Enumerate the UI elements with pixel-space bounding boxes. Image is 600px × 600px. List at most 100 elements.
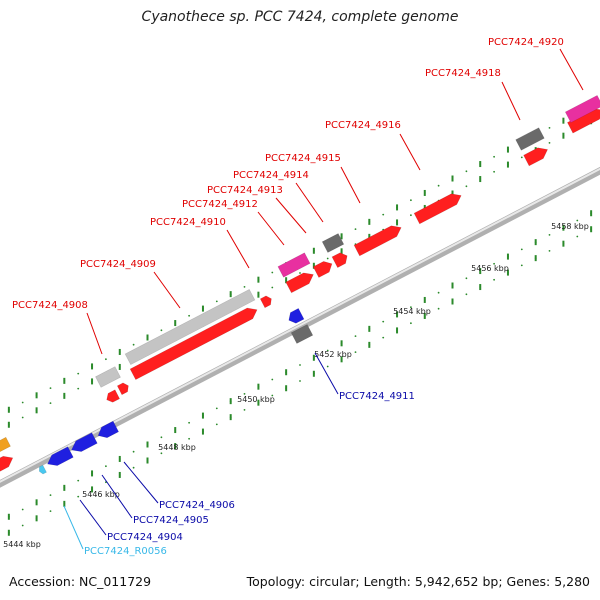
track-dot xyxy=(520,156,523,159)
track-dot xyxy=(21,524,24,527)
tick-label: 5452 kbp xyxy=(314,350,352,359)
track-dot xyxy=(465,185,468,188)
leader-line xyxy=(399,133,421,171)
gene-4914-arrow xyxy=(331,252,348,269)
backbone-highlight xyxy=(0,167,600,483)
track-dot xyxy=(243,393,246,395)
track-dot xyxy=(299,364,301,366)
tick-label: 5458 kbp xyxy=(551,222,589,231)
track-dot xyxy=(21,401,24,404)
gene-edge-orange-block xyxy=(0,436,11,453)
track-dot xyxy=(437,307,440,310)
track-dot xyxy=(188,421,191,424)
track-dot xyxy=(105,358,107,361)
track-dot xyxy=(382,213,385,216)
map-title: Cyanothece sp. PCC 7424, complete genome xyxy=(141,9,459,25)
accession-text: Accession: NC_011729 xyxy=(9,574,152,589)
track-dot xyxy=(493,170,495,173)
track-dot xyxy=(271,378,274,381)
gene-label: PCC7424_4916 xyxy=(325,120,401,131)
track-dot xyxy=(49,494,52,496)
track-dot xyxy=(520,264,523,267)
leader-line xyxy=(63,505,84,550)
track-dot xyxy=(437,291,440,294)
leader-line xyxy=(101,474,133,519)
track-dot xyxy=(326,365,329,368)
gene-label: PCC7424_4914 xyxy=(233,170,309,181)
track-dot xyxy=(160,436,163,439)
track-dot xyxy=(326,349,329,352)
track-dot xyxy=(382,336,385,339)
track-dot xyxy=(77,387,80,390)
track-dot xyxy=(77,372,80,375)
gene-label: PCC7424_4912 xyxy=(182,199,258,210)
gene-label: PCC7424_4908 xyxy=(12,300,88,311)
track-dot xyxy=(354,335,357,337)
gene-label: PCC7424_4913 xyxy=(207,185,283,196)
leader-line xyxy=(295,182,324,223)
track-dot xyxy=(354,351,357,353)
backbone-line xyxy=(0,166,600,488)
track-dot xyxy=(49,510,52,512)
track-dot xyxy=(49,387,52,389)
track-dot xyxy=(77,479,80,482)
gene-4911-arrow xyxy=(288,307,305,324)
gene-4905-arrow xyxy=(71,432,98,452)
leader-line xyxy=(86,312,103,355)
genome-summary-text: Topology: circular; Length: 5,942,652 bp… xyxy=(246,574,590,589)
track-dot xyxy=(382,320,385,323)
tick-label: 5450 kbp xyxy=(237,395,275,404)
gene-4912-pink-block xyxy=(277,252,311,278)
gene-label: PCC7424_4909 xyxy=(80,259,156,270)
gene-4909-arrow xyxy=(129,307,258,381)
track-dot xyxy=(548,127,551,129)
track-dot xyxy=(465,277,468,280)
track-dot xyxy=(354,228,357,231)
gene-label: PCC7424_4904 xyxy=(107,532,183,543)
leader-line xyxy=(226,229,250,269)
track-dot xyxy=(465,293,468,296)
track-dot xyxy=(493,278,495,281)
leader-line xyxy=(314,352,339,395)
track-dot xyxy=(21,508,24,511)
track-dot xyxy=(132,343,135,346)
gene-4918-arrow xyxy=(523,147,549,167)
gene-4912-arrow xyxy=(285,272,314,294)
track-dot xyxy=(215,300,218,303)
gene-label: PCC7424_4920 xyxy=(488,37,564,48)
leader-line xyxy=(123,461,159,504)
track-dot xyxy=(493,155,495,158)
leader-line xyxy=(501,81,521,121)
gene-label: PCC7424_4910 xyxy=(150,217,226,228)
track-dot xyxy=(132,450,135,453)
track-dot xyxy=(160,329,163,332)
track-dot xyxy=(132,466,135,469)
gene-4911-grey-block xyxy=(290,324,314,344)
track-dot xyxy=(576,219,579,222)
track-dot xyxy=(410,214,412,217)
track-dot xyxy=(188,437,191,440)
track-dot xyxy=(243,409,246,411)
track-dot xyxy=(548,142,551,144)
track-dot xyxy=(21,416,24,419)
leader-line xyxy=(275,197,307,234)
track-dot xyxy=(299,380,301,382)
gene-edge-red-arrow xyxy=(0,455,14,472)
tick-label: 5446 kbp xyxy=(82,490,120,499)
track-dot xyxy=(271,394,274,397)
track-dot xyxy=(271,271,274,274)
track-dot xyxy=(520,248,523,251)
gene-4910-arrow xyxy=(259,295,272,309)
gene-label: PCC7424_4905 xyxy=(133,515,209,526)
gene-4908-arrow xyxy=(106,389,121,403)
track-dot xyxy=(243,286,246,288)
gene-4906-arrow xyxy=(97,420,120,439)
gene-features xyxy=(0,94,600,475)
gene-4904-arrow xyxy=(47,446,74,466)
track-dot xyxy=(548,250,551,252)
gene-4913-arrow xyxy=(312,261,333,278)
leader-line xyxy=(257,211,285,246)
gene-r0056-arrow xyxy=(38,464,47,475)
